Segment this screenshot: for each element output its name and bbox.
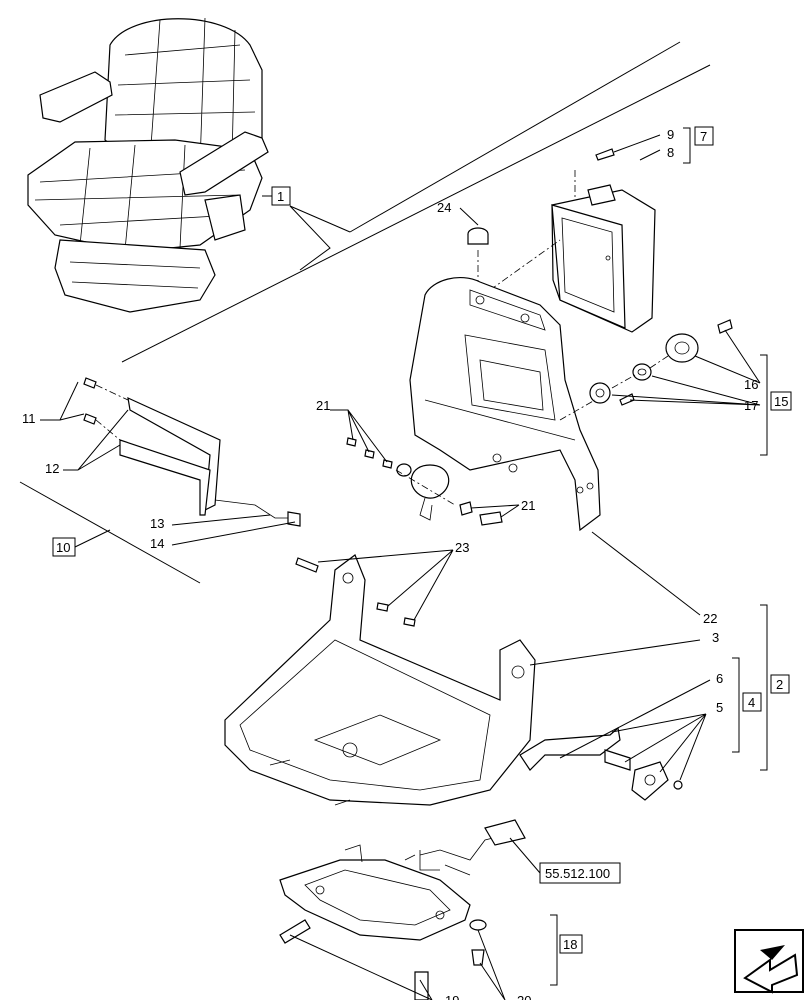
pins-11: [83, 377, 97, 425]
screw-9: [595, 148, 615, 161]
callout-21b: 21: [521, 498, 535, 513]
callout-box-4: [742, 692, 762, 712]
callout-22: 22: [703, 611, 717, 626]
callout-14: 14: [150, 536, 164, 551]
callout-18: 18: [563, 937, 577, 952]
headrest-part: [551, 184, 656, 333]
bolts-23: [295, 557, 416, 627]
callout-13: 13: [150, 516, 164, 531]
callout-7: 7: [700, 129, 707, 144]
callout-10: 10: [56, 540, 70, 555]
nut-17: [589, 363, 652, 406]
bolt-20: [471, 949, 485, 966]
backrest-frame-22: [409, 276, 601, 532]
callout-1: 1: [277, 189, 284, 204]
callout-box-7: [694, 126, 714, 146]
callout-15: 15: [774, 394, 788, 409]
callout-box-2: [770, 674, 790, 694]
callout-19: 19: [445, 993, 459, 1000]
spring-21: [396, 463, 450, 521]
washer-20: [469, 919, 487, 931]
callout-5: 5: [716, 700, 723, 715]
callout-9: 9: [667, 127, 674, 142]
callout-16: 16: [744, 377, 758, 392]
separator-line: [121, 64, 711, 363]
separator-line: [19, 481, 201, 584]
seat-base-frame-3: [224, 554, 536, 806]
seat-assembly-illustration: [27, 17, 269, 313]
separator-line: [349, 41, 681, 233]
callout-17: 17: [744, 398, 758, 413]
callout-20: 20: [517, 993, 531, 1000]
lever-4: [519, 726, 683, 801]
callout-23: 23: [455, 540, 469, 555]
callout-21a: 21: [316, 398, 330, 413]
reference-box[interactable]: [539, 862, 621, 884]
callout-box-18: [559, 934, 583, 954]
callout-4: 4: [748, 695, 755, 710]
bolts-21: [346, 437, 503, 526]
mounting-plate-18: [279, 844, 471, 941]
callout-24: 24: [437, 200, 451, 215]
knob-16: [665, 319, 733, 363]
next-page-arrow-icon[interactable]: [734, 929, 804, 994]
callout-box-15: [770, 391, 792, 411]
callout-3: 3: [712, 630, 719, 645]
wiring-harness: [419, 819, 526, 876]
callout-8: 8: [667, 145, 674, 160]
brackets-12: [119, 396, 221, 516]
spring-19b: [414, 971, 429, 1000]
spring-19: [279, 919, 311, 944]
reference-number[interactable]: 55.512.100: [545, 866, 610, 881]
callout-12: 12: [45, 461, 59, 476]
callout-box-1: [271, 186, 291, 206]
cable-13: [214, 499, 301, 527]
callout-11: 11: [22, 411, 36, 426]
callout-6: 6: [716, 671, 723, 686]
callout-2: 2: [776, 677, 783, 692]
